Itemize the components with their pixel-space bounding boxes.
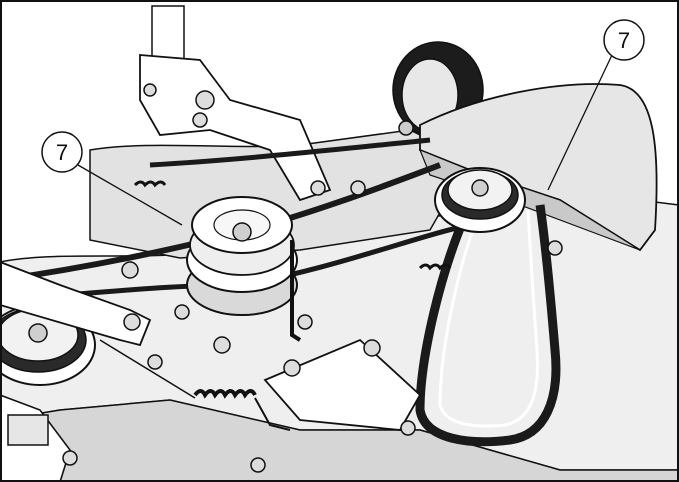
bracket-bolt [195, 90, 215, 110]
bracket-bolt [310, 180, 326, 196]
callout-leader-left [77, 164, 183, 226]
idler-arm-bolt [123, 313, 141, 331]
bracket-bolt [192, 112, 208, 128]
hinge-block [7, 414, 49, 446]
spindle-nut [232, 222, 252, 242]
gauge-wheel-bolt [398, 120, 414, 136]
callout-label-right: 7 [618, 28, 630, 53]
front-bracket-bolt [283, 359, 301, 377]
deck-bolt [350, 180, 366, 196]
deck-bolt [547, 240, 563, 256]
callout-leader-right [547, 54, 613, 191]
hinge-bolt [62, 450, 78, 466]
front-bracket-plate [263, 338, 422, 431]
deck-front-lip [0, 399, 679, 482]
vertical-belt-loop [415, 203, 561, 447]
idler-arm [0, 261, 152, 347]
deck-bolt [174, 304, 190, 320]
spindle-rod [290, 240, 302, 342]
deck-bolt [400, 420, 416, 436]
deck-bolt [147, 354, 163, 370]
spring-hook [254, 397, 291, 431]
upper-bracket [139, 54, 332, 202]
drive-belt-upper [149, 137, 431, 168]
deck-bolt [250, 457, 266, 473]
belt-shield [419, 83, 658, 252]
small-spring [133, 180, 167, 188]
idler-pulley-left-hub [28, 323, 48, 343]
idler-pulley-right-hub [471, 179, 489, 197]
deck-bolt [121, 261, 139, 279]
callout-label-left: 7 [56, 140, 68, 165]
callout-circle-left [41, 131, 83, 173]
tension-spring [193, 389, 257, 399]
callout-circle-right [603, 19, 645, 61]
front-bracket-bolt [363, 339, 381, 357]
bracket-bolt [143, 83, 157, 97]
deck-bolt [213, 336, 231, 354]
vertical-belt-inner [438, 209, 540, 428]
spring-rod [99, 339, 196, 399]
small-spring-right [418, 263, 452, 271]
deck-bolt [297, 314, 313, 330]
